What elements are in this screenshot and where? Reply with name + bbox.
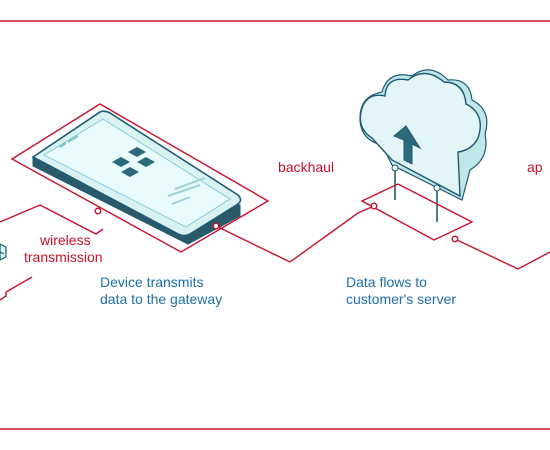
server-bracket [360,183,474,241]
device-caption-line-1: Device transmits [100,274,204,290]
device-caption-line-2: data to the gateway [100,291,223,307]
backhaul-line [215,205,375,263]
wireless-label-line-1: wireless [40,232,91,248]
wireless-label-line-2: transmission [24,249,103,265]
device-caption: Device transmits data to the gateway [100,274,222,308]
wireless-link [0,204,104,301]
gateway-device-icon [0,243,7,261]
cloud-upload-icon [359,69,488,222]
server-caption-line-2: customer's server [346,291,457,307]
application-line [454,238,550,270]
smartphone-icon [31,110,242,245]
phone-bracket [10,103,270,253]
connector-dots [94,202,459,243]
backhaul-label: backhaul [278,159,335,175]
server-caption: Data flows to customer's server [346,274,456,308]
wireless-transmission-label: wireless transmission [24,232,103,266]
server-caption-line-1: Data flows to [346,274,427,290]
app-grid-icon [112,147,155,177]
connector-lines [0,103,550,301]
frame-lines [0,20,550,430]
application-label-fragment: ap [527,159,543,175]
